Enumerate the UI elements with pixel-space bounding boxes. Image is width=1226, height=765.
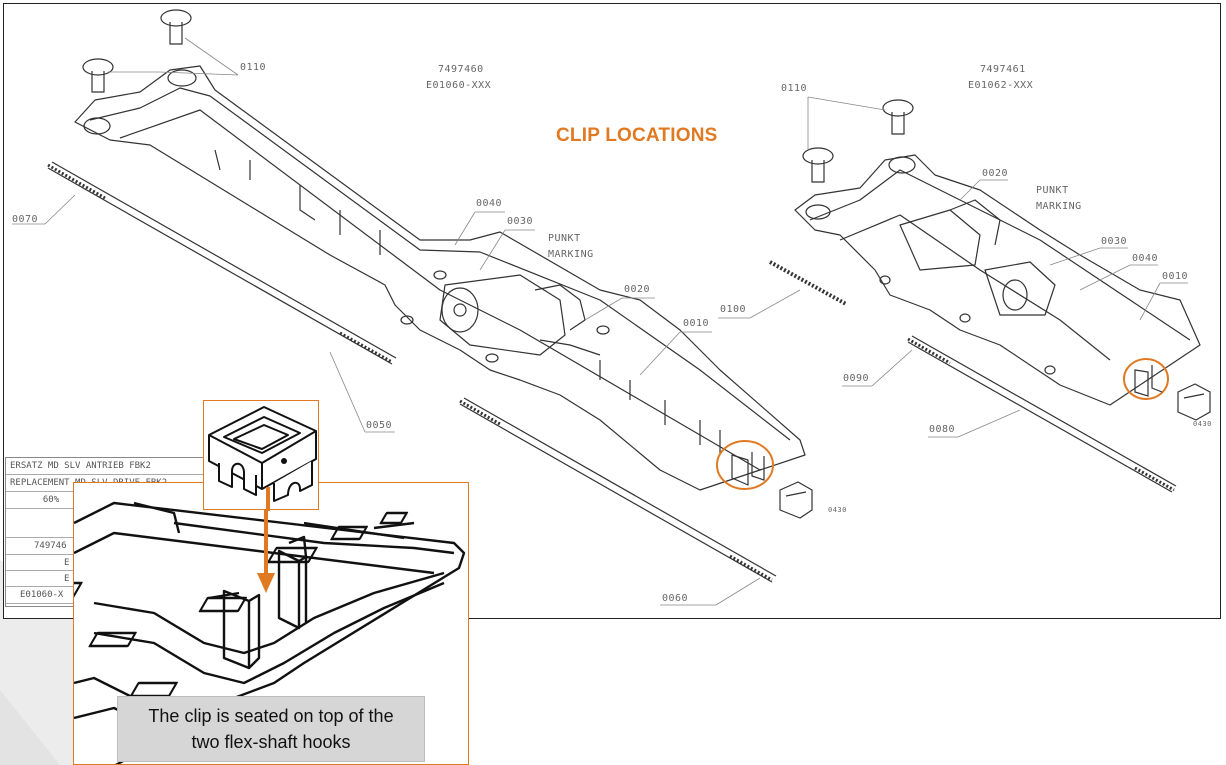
label-0430-left: 0430 (828, 506, 847, 514)
label-0020-left: 0020 (624, 284, 651, 295)
caption-box: The clip is seated on top of the two fle… (117, 696, 425, 762)
right-loose-clip (1177, 383, 1211, 421)
detail-view-drawing (74, 485, 466, 764)
right-clip-highlight (1123, 358, 1169, 400)
label-0100: 0100 (720, 304, 747, 315)
right-screws (802, 99, 914, 183)
caption-line-1: The clip is seated on top of the (148, 706, 394, 726)
right-housing (794, 154, 1201, 406)
label-0030-right: 0030 (1101, 236, 1128, 247)
label-0030-left: 0030 (507, 216, 534, 227)
label-0040-right: 0040 (1132, 253, 1159, 264)
left-screws (82, 9, 192, 93)
label-marking-right: MARKING (1036, 201, 1082, 212)
clip-locations-title: CLIP LOCATIONS (556, 125, 718, 146)
right-drawing-number: E01062-XXX (968, 80, 1034, 91)
caption-line-2: two flex-shaft hooks (191, 732, 351, 752)
label-0020-right: 0020 (982, 168, 1009, 179)
label-punkt-right: PUNKT (1036, 185, 1069, 196)
label-0040-left: 0040 (476, 198, 503, 209)
label-0070: 0070 (12, 214, 39, 225)
left-loose-clip (779, 481, 813, 519)
left-shafts (47, 161, 777, 583)
label-0050: 0050 (366, 420, 393, 431)
label-0010-right: 0010 (1162, 271, 1189, 282)
leader-lines (12, 37, 1188, 606)
label-0080: 0080 (929, 424, 956, 435)
clip-closeup-drawing (208, 406, 317, 511)
label-0010-left: 0010 (683, 318, 710, 329)
title-block-row-1: ERSATZ MD SLV ANTRIEB FBK2 (6, 458, 204, 475)
label-0110-right: 0110 (781, 83, 808, 94)
label-0430-right: 0430 (1193, 420, 1212, 428)
label-0090: 0090 (843, 373, 870, 384)
label-0110-left: 0110 (240, 62, 267, 73)
label-punkt-left: PUNKT (548, 233, 581, 244)
right-part-number: 7497461 (980, 64, 1026, 75)
left-drawing-number: E01060-XXX (426, 80, 492, 91)
clip-closeup-box (203, 400, 319, 511)
title-block-row-3: 60% (6, 492, 96, 509)
label-marking-left: MARKING (548, 249, 594, 260)
right-shafts (907, 335, 1177, 493)
label-0060: 0060 (662, 593, 689, 604)
left-part-number: 7497460 (438, 64, 484, 75)
left-clip-highlight (716, 440, 774, 490)
